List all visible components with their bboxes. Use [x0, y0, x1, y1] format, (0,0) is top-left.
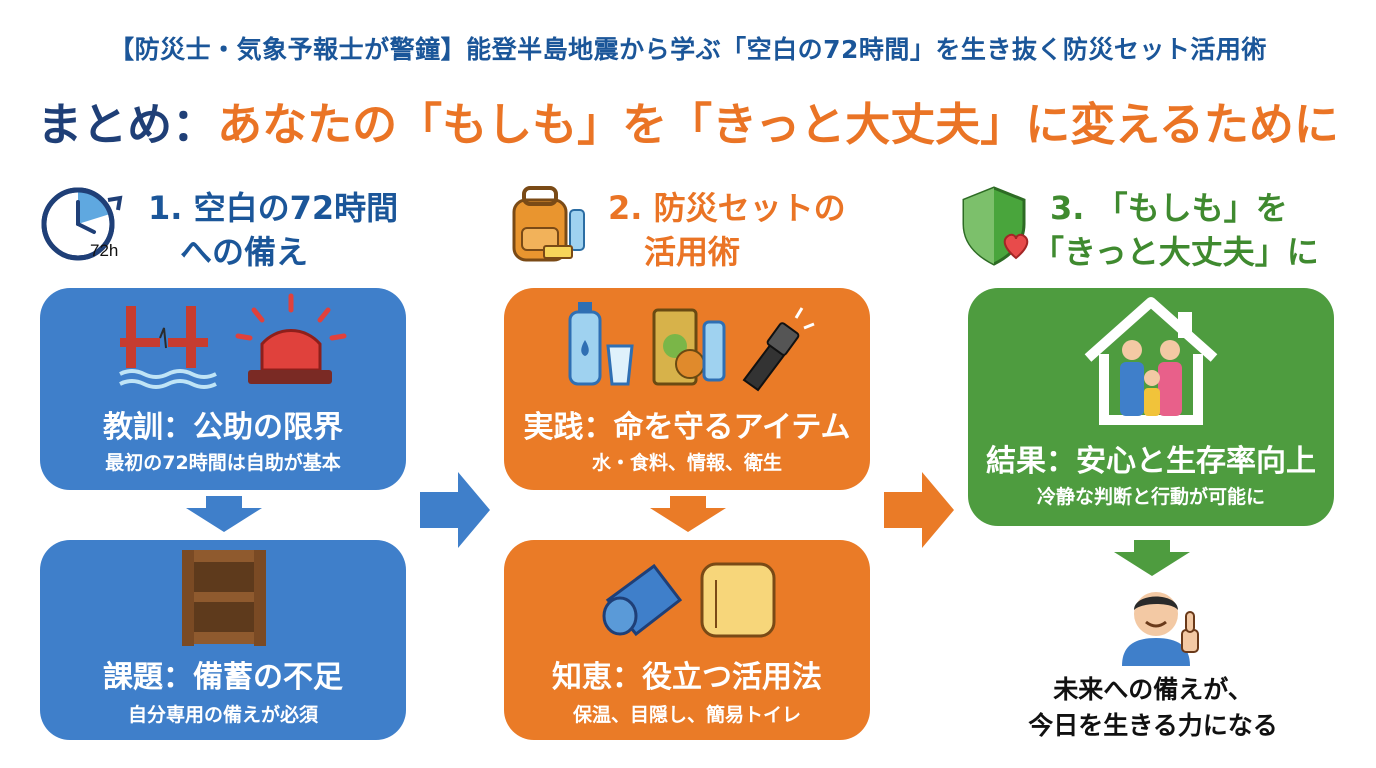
small-bottle-icon — [702, 320, 726, 382]
siren-icon — [235, 293, 347, 384]
column-3-heading: 3. 「もしも」を 「きっと大丈夫」に — [1032, 189, 1319, 271]
broken-bridge-icon — [119, 306, 217, 389]
svg-text:72h: 72h — [90, 241, 118, 260]
summary-text: あなたの「もしも」を「きっと大丈夫」に変えるために — [217, 98, 1339, 151]
right-arrow-orange — [884, 472, 954, 548]
card-lesson: 教訓：公助の限界 最初の72時間は自助が基本 — [40, 288, 406, 490]
down-arrow-green — [1114, 540, 1190, 576]
card-wisdom-title: 知恵：役立つ活用法 — [552, 660, 822, 695]
card-lesson-title: 教訓：公助の限界 — [103, 410, 343, 445]
card-wisdom: 知恵：役立つ活用法 保温、目隠し、簡易トイレ — [504, 540, 870, 740]
down-arrow-orange — [650, 496, 726, 532]
right-arrow-blue — [420, 472, 490, 548]
family-house-illustration — [1084, 297, 1218, 425]
column-2-heading: 2. 防災セットの 活用術 — [608, 189, 846, 271]
card-problem-sub: 自分専用の備えが必須 — [127, 704, 318, 726]
blanket-towel-illustration — [602, 562, 776, 638]
clock-72h-icon: 72h — [41, 187, 123, 261]
empty-shelf-illustration — [182, 550, 266, 646]
rolled-mat-icon — [602, 563, 683, 637]
backpack-icon — [512, 186, 585, 262]
shield-heart-icon — [962, 186, 1029, 266]
family-icon — [1120, 340, 1182, 416]
card-lesson-sub: 最初の72時間は自助が基本 — [105, 452, 341, 474]
card-result: 結果：安心と生存率向上 冷静な判断と行動が可能に — [968, 288, 1334, 526]
summary-banner: まとめ：あなたの「もしも」を「きっと大丈夫」に変えるために — [0, 88, 1376, 153]
summary-label: まとめ： — [37, 98, 218, 151]
card-practice-title: 実践：命を守るアイテム — [523, 410, 851, 445]
card-result-title: 結果：安心と生存率向上 — [986, 444, 1316, 479]
shelf-icon — [182, 550, 266, 646]
down-arrow-blue — [186, 496, 262, 532]
flashlight-icon — [742, 307, 815, 392]
card-practice-sub: 水・食料、情報、衛生 — [591, 452, 782, 474]
card-result-sub: 冷静な判断と行動が可能に — [1036, 486, 1265, 508]
card-practice: 実践：命を守るアイテム 水・食料、情報、衛生 — [504, 288, 870, 490]
card-problem: 課題：備蓄の不足 自分専用の備えが必須 — [40, 540, 406, 740]
card-wisdom-sub: 保温、目隠し、簡易トイレ — [572, 704, 801, 726]
folded-towel-icon — [700, 562, 776, 638]
water-bottle-icon — [568, 302, 602, 386]
header-title: 【防災士・気象予報士が警鐘】能登半島地震から学ぶ「空白の72時間」を生き抜く防災… — [109, 35, 1267, 64]
house-icon — [1084, 297, 1218, 425]
food-pack-icon — [652, 308, 705, 386]
column-1-heading: 1. 空白の72時間 への備え — [148, 189, 399, 271]
card-problem-title: 課題：備蓄の不足 — [103, 660, 343, 695]
closing-message: 未来への備えが、 今日を生きる力になる — [1028, 675, 1278, 740]
thumbs-up-person-icon — [1122, 592, 1199, 666]
broken-bridge-siren-illustration — [119, 293, 347, 389]
supplies-illustration — [568, 302, 815, 392]
glass-icon — [606, 344, 634, 386]
